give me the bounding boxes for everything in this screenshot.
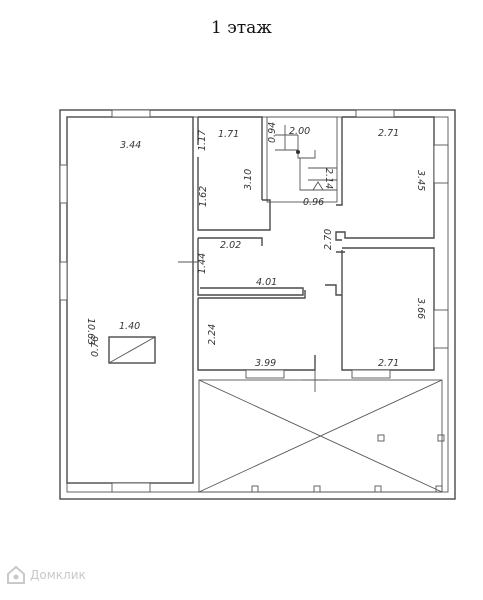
stair-center-point: [296, 150, 300, 154]
window: [433, 144, 449, 184]
dim-room-sw-height: 2.24: [207, 324, 218, 345]
dim-stair-top: 2.00: [289, 126, 310, 137]
column: [251, 485, 259, 493]
dim-bath-v3: 1.62: [198, 186, 209, 207]
stair-steps: [275, 125, 337, 191]
hall-window-diagonal: [108, 336, 156, 364]
window: [111, 109, 151, 118]
dim-room-se-width: 2.71: [378, 358, 399, 369]
dim-room-ne-width: 2.71: [378, 128, 399, 139]
dim-stair-mid: 2.14: [323, 168, 334, 189]
dim-stair-bottom: 0.96: [303, 197, 324, 208]
dim-hall-length: 10.63: [85, 318, 96, 345]
dim-bath-v1: 1.17: [197, 130, 208, 151]
window: [111, 482, 151, 493]
window: [355, 109, 395, 118]
room-bath: [197, 116, 271, 231]
column: [435, 485, 443, 493]
room-se: [325, 247, 435, 371]
window: [59, 261, 68, 301]
window: [59, 164, 68, 204]
watermark-text: Домклик: [30, 568, 86, 582]
dim-corridor-height: 1.44: [197, 253, 208, 274]
dim-hall-width: 3.44: [120, 140, 141, 151]
dim-corridor-long: 4.01: [256, 277, 277, 288]
window: [433, 309, 449, 349]
room-hall: [66, 116, 194, 484]
dim-hall-window-w: 1.40: [119, 321, 140, 332]
dim-room-se-height: 3.66: [415, 298, 426, 319]
room-ne: [335, 116, 435, 241]
dim-room-sw-width: 3.99: [255, 358, 276, 369]
column: [313, 485, 321, 493]
dim-stair-left: 0.94: [267, 122, 278, 143]
outer-wall-inner: [66, 116, 449, 493]
hall-window-symbol: [108, 336, 156, 364]
window: [245, 369, 285, 379]
column: [377, 434, 385, 442]
dim-corridor-v: 2.70: [323, 229, 334, 250]
column: [437, 434, 445, 442]
window: [351, 369, 391, 379]
terrace-cross-2: [198, 379, 443, 493]
dim-corridor-width: 2.02: [220, 240, 241, 251]
column: [374, 485, 382, 493]
plan-title: 1 этаж: [211, 18, 272, 38]
corridor: [197, 237, 304, 296]
dim-bath-v2: 3.10: [243, 169, 254, 190]
dim-hall-window-h: 0.76: [90, 336, 101, 357]
dim-room-ne-height: 3.45: [415, 170, 426, 191]
stair-outline: [266, 116, 338, 203]
watermark: Домклик: [6, 565, 86, 585]
house-logo-icon: [7, 565, 25, 584]
outer-wall-outer: [59, 109, 456, 500]
dim-bath-width: 1.71: [218, 129, 239, 140]
